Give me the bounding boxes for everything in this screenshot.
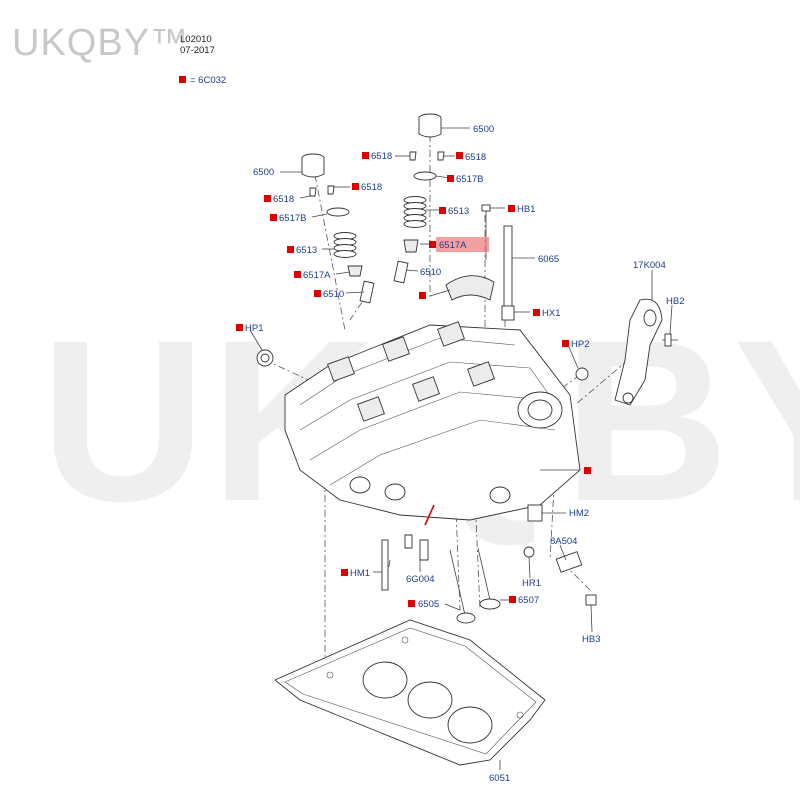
label-6518-d: 6518 bbox=[361, 182, 382, 193]
label-hb2: HB2 bbox=[666, 296, 684, 307]
label-6510-right: 6510 bbox=[420, 267, 441, 278]
legend-text: = 6C032 bbox=[190, 75, 226, 86]
head-gasket bbox=[274, 619, 546, 766]
label-hp1: HP1 bbox=[245, 323, 263, 334]
label-6507: 6507 bbox=[518, 595, 539, 606]
label-hp2: HP2 bbox=[571, 339, 589, 350]
label-6510-left: 6510 bbox=[323, 289, 344, 300]
label-6500-left: 6500 bbox=[253, 167, 274, 178]
label-6513-left: 6513 bbox=[296, 245, 317, 256]
label-hr1: HR1 bbox=[522, 578, 541, 589]
label-hm1: HM1 bbox=[350, 568, 370, 579]
label-6517b-left: 6517B bbox=[279, 213, 306, 224]
label-6518-b: 6518 bbox=[465, 152, 486, 163]
label-6g004: 6G004 bbox=[406, 574, 435, 585]
valve-train-right bbox=[393, 113, 515, 321]
highlight-6517a bbox=[436, 237, 489, 252]
label-hm2: HM2 bbox=[569, 508, 589, 519]
label-hb1: HB1 bbox=[517, 204, 535, 215]
label-6517a-highlight: 6517A bbox=[439, 240, 467, 251]
label-17k004: 17K004 bbox=[633, 260, 666, 271]
small-parts bbox=[256, 349, 597, 624]
legend-marker bbox=[179, 76, 186, 83]
label-6517b-right: 6517B bbox=[456, 174, 483, 185]
label-6500-right: 6500 bbox=[473, 124, 494, 135]
valve-train-left bbox=[301, 153, 375, 304]
red-markers bbox=[236, 152, 591, 607]
label-hb3: HB3 bbox=[582, 634, 600, 645]
label-6065: 6065 bbox=[538, 254, 559, 265]
part-labels: 6500 6518 6518 6517B 6513 6517A 6510 HB1… bbox=[245, 124, 684, 784]
label-6518-a: 6518 bbox=[371, 151, 392, 162]
label-hx1: HX1 bbox=[542, 308, 560, 319]
label-6505: 6505 bbox=[418, 599, 439, 610]
cylinder-head bbox=[284, 321, 581, 521]
diagram-date: 07-2017 bbox=[180, 45, 215, 56]
label-6513-right: 6513 bbox=[448, 206, 469, 217]
diagram-code: L02010 bbox=[180, 34, 212, 45]
label-8a504: 8A504 bbox=[550, 536, 577, 547]
bracket-17k004 bbox=[614, 298, 678, 406]
leader-lines bbox=[249, 127, 673, 770]
label-6518-c: 6518 bbox=[273, 194, 294, 205]
label-6051: 6051 bbox=[489, 773, 510, 784]
watermark-logo: UKQBY™ bbox=[12, 22, 189, 64]
label-6517a-left: 6517A bbox=[303, 270, 331, 281]
